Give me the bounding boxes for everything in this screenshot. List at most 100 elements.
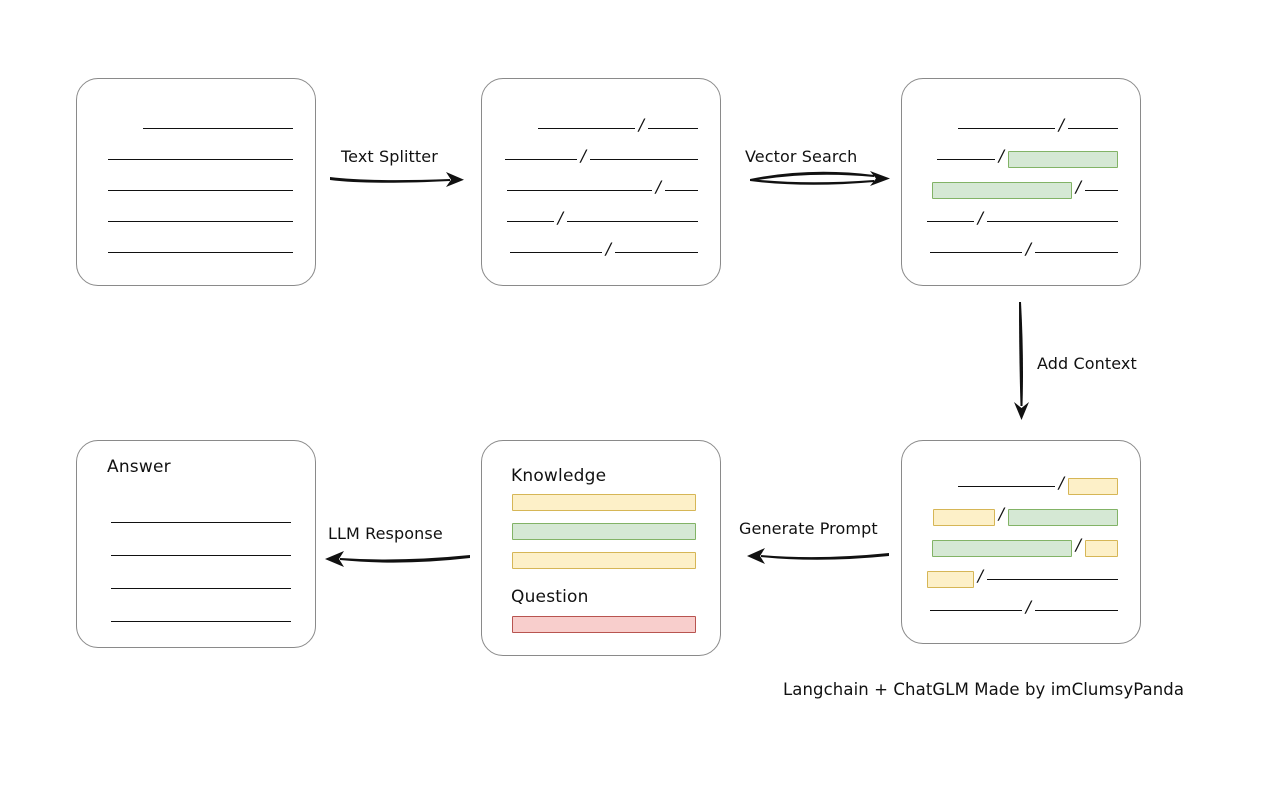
- text-row: /: [920, 241, 1118, 259]
- text-line: [108, 189, 293, 191]
- llm-response-label: LLM Response: [328, 524, 443, 543]
- text-row: [95, 548, 291, 562]
- source-document-rows: [77, 79, 315, 285]
- text-line: [567, 220, 698, 222]
- text-line: [537, 127, 635, 129]
- source-document-card[interactable]: [76, 78, 316, 286]
- text-row: /: [920, 148, 1118, 168]
- chunk-separator-icon: /: [580, 146, 586, 165]
- generate-prompt-label: Generate Prompt: [739, 519, 878, 538]
- text-row: /: [500, 179, 698, 197]
- text-row: /: [920, 117, 1118, 135]
- chunk-separator-icon: /: [1025, 597, 1031, 616]
- text-row: /: [500, 210, 698, 228]
- highlighted-chunk: [926, 570, 974, 588]
- chunk-separator-icon: /: [1075, 177, 1081, 196]
- chunk-separator-icon: /: [1025, 239, 1031, 258]
- text-line: [1035, 251, 1118, 253]
- highlighted-chunk: [1008, 508, 1118, 526]
- text-row: /: [920, 537, 1118, 557]
- split-chunks-rows: / / / / /: [482, 79, 720, 285]
- answer-rows: [77, 441, 315, 647]
- add-context-arrow: [1014, 302, 1029, 420]
- text-line: [111, 521, 291, 523]
- prompt-card[interactable]: Knowledge Question: [481, 440, 721, 656]
- text-row: /: [500, 148, 698, 166]
- text-row: [95, 152, 293, 166]
- chunk-separator-icon: /: [638, 115, 644, 134]
- vector-search-arrow: [750, 171, 890, 186]
- chunk-separator-icon: /: [998, 146, 1004, 165]
- text-line: [111, 620, 291, 622]
- text-line: [509, 251, 602, 253]
- text-row: /: [500, 241, 698, 259]
- text-line: [926, 220, 974, 222]
- highlighted-chunk: [1008, 150, 1118, 168]
- text-row: [95, 245, 293, 259]
- text-row: /: [920, 475, 1118, 495]
- text-line: [957, 485, 1055, 487]
- knowledge-bar: [512, 552, 696, 569]
- context-chunks-card[interactable]: / / / / /: [901, 440, 1141, 644]
- highlighted-chunk: [1085, 539, 1118, 557]
- highlighted-chunk: [931, 539, 1072, 557]
- add-context-label: Add Context: [1037, 354, 1137, 373]
- text-line: [929, 609, 1022, 611]
- text-line: [987, 220, 1118, 222]
- chunk-separator-icon: /: [1058, 115, 1064, 134]
- text-line: [506, 189, 652, 191]
- text-line: [987, 578, 1118, 580]
- text-line: [111, 587, 291, 589]
- knowledge-label: Knowledge: [511, 466, 607, 486]
- answer-card[interactable]: Answer: [76, 440, 316, 648]
- chunk-separator-icon: /: [1058, 473, 1064, 492]
- text-line: [936, 158, 995, 160]
- context-chunks-rows: / / / / /: [902, 441, 1140, 643]
- chunk-separator-icon: /: [998, 504, 1004, 523]
- question-label: Question: [511, 587, 589, 607]
- highlighted-chunk: [931, 181, 1072, 199]
- text-row: /: [920, 506, 1118, 526]
- llm-response-arrow: [325, 551, 470, 567]
- generate-prompt-arrow: [747, 548, 889, 564]
- question-bar: [512, 616, 696, 633]
- text-row: /: [920, 568, 1118, 588]
- split-chunks-card[interactable]: / / / / /: [481, 78, 721, 286]
- answer-title: Answer: [107, 457, 171, 477]
- text-line: [108, 158, 293, 160]
- text-row: [95, 515, 291, 529]
- chunk-separator-icon: /: [977, 566, 983, 585]
- chunk-separator-icon: /: [655, 177, 661, 196]
- text-row: [95, 214, 293, 228]
- text-line: [957, 127, 1055, 129]
- text-splitter-arrow: [330, 172, 464, 187]
- text-row: [95, 581, 291, 595]
- matched-chunks-card[interactable]: / / / / /: [901, 78, 1141, 286]
- text-line: [929, 251, 1022, 253]
- text-line: [506, 220, 554, 222]
- text-line: [648, 127, 698, 129]
- text-line: [108, 220, 293, 222]
- knowledge-bar: [512, 494, 696, 511]
- text-line: [590, 158, 698, 160]
- highlighted-chunk: [1068, 477, 1118, 495]
- chunk-separator-icon: /: [605, 239, 611, 258]
- text-line: [665, 189, 698, 191]
- text-line: [615, 251, 698, 253]
- text-row: /: [920, 599, 1118, 617]
- text-row: /: [500, 117, 698, 135]
- text-line: [1068, 127, 1118, 129]
- text-row: [95, 121, 293, 135]
- text-row: [95, 183, 293, 197]
- chunk-separator-icon: /: [557, 208, 563, 227]
- credit-text: Langchain + ChatGLM Made by imClumsyPand…: [783, 680, 1185, 699]
- text-line: [504, 158, 577, 160]
- knowledge-bar: [512, 523, 696, 540]
- chunk-separator-icon: /: [1075, 535, 1081, 554]
- matched-chunks-rows: / / / / /: [902, 79, 1140, 285]
- highlighted-chunk: [932, 508, 995, 526]
- chunk-separator-icon: /: [977, 208, 983, 227]
- text-line: [1035, 609, 1118, 611]
- text-splitter-label: Text Splitter: [341, 147, 438, 166]
- text-row: /: [920, 179, 1118, 199]
